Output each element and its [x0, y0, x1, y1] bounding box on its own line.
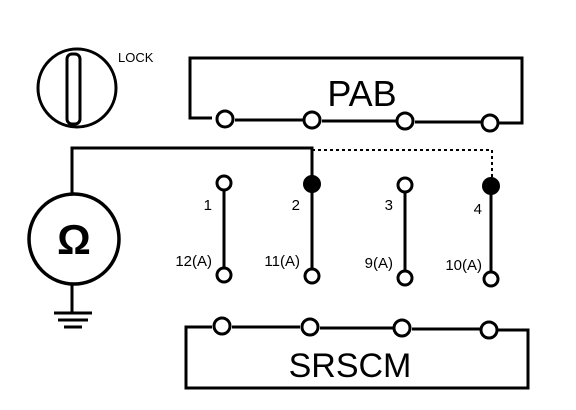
terminal-top [396, 176, 414, 194]
srscm-terminal [392, 318, 412, 338]
ignition-key-lock-icon [36, 47, 118, 129]
pab-connector-box [188, 56, 524, 125]
lock-label: LOCK [118, 50, 154, 65]
ohmmeter-icon [27, 192, 121, 286]
srscm-connector-box [184, 325, 530, 390]
terminal-bottom [396, 269, 414, 287]
terminal-pair-2 [303, 175, 321, 285]
terminal-pair-1 [215, 174, 233, 284]
pab-terminal [215, 109, 235, 129]
terminal-bottom [215, 266, 233, 284]
terminal-bottom [303, 267, 321, 285]
pab-terminal [302, 110, 322, 130]
terminal-top-label: 3 [385, 197, 393, 214]
srscm-terminal [479, 320, 499, 340]
terminal-top-probed [482, 177, 500, 195]
pab-terminal [480, 113, 500, 133]
probe-wire-dashed [312, 149, 493, 178]
pab-terminal [395, 111, 415, 131]
terminal-bottom-label: 9(A) [365, 255, 393, 272]
srscm-terminal [300, 317, 320, 337]
terminal-bottom [482, 270, 500, 288]
ohm-symbol: Ω [57, 216, 91, 263]
srscm-terminal [212, 316, 232, 336]
terminal-top-label: 2 [292, 197, 300, 214]
srscm-label: SRSCM [289, 347, 412, 385]
terminal-top-label: 1 [204, 197, 212, 214]
terminal-top [215, 174, 233, 192]
terminal-top-label: 4 [474, 201, 482, 218]
terminal-top-probed [303, 175, 321, 193]
terminal-pair-4 [482, 177, 500, 288]
pab-label: PAB [327, 73, 396, 114]
terminal-bottom-label: 10(A) [445, 257, 482, 274]
probe-wire [70, 146, 314, 196]
ground-icon [54, 284, 92, 329]
terminal-bottom-label: 11(A) [264, 253, 300, 270]
terminal-bottom-label: 12(A) [175, 253, 212, 270]
terminal-pair-3 [396, 176, 414, 287]
